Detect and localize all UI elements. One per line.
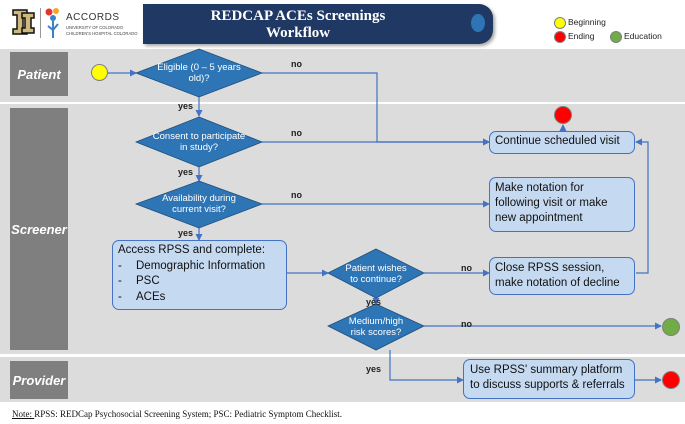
page-title: REDCAP ACEs Screenings Workflow — [143, 8, 453, 42]
box-continue-visit: Continue scheduled visit — [489, 131, 635, 154]
footnote-text: RPSS: REDCap Psychosocial Screening Syst… — [34, 409, 343, 419]
rpss-item: -ACEs — [118, 290, 166, 303]
legend-ending-label: Ending — [568, 31, 595, 41]
footnote-prefix: Note: — [12, 409, 35, 419]
box-close-session: Close RPSS session, make notation of dec… — [489, 257, 635, 295]
accords-logo-text: ACCORDS — [66, 12, 120, 23]
title-line-1: REDCAP ACEs Screenings — [210, 8, 386, 24]
start-node — [91, 64, 108, 81]
decision-wishes-text: Patient wishes to continue? — [345, 263, 407, 285]
patient-band — [0, 49, 685, 102]
decision-eligible-shape — [134, 48, 264, 98]
rpss-item: -PSC — [118, 275, 160, 287]
end-node-continue — [554, 106, 572, 124]
legend-education-dot — [610, 31, 622, 43]
accords-logo-icon — [44, 6, 62, 40]
decision-consent-shape — [134, 116, 264, 168]
legend-education-label: Education — [624, 31, 662, 41]
title-bubble-decoration — [471, 14, 485, 32]
label-eligible-no: no — [291, 59, 302, 69]
lane-label-screener: Screener — [10, 108, 68, 350]
footnote: Note: RPSS: REDCap Psychosocial Screenin… — [12, 409, 342, 419]
decision-availability-text: Availability during current visit? — [162, 193, 236, 215]
education-node — [662, 318, 680, 336]
label-risk-yes: yes — [366, 364, 382, 374]
rpss-title: Access RPSS and complete: — [118, 244, 266, 256]
label-consent-yes: yes — [178, 167, 194, 177]
lane-label-patient: Patient — [10, 52, 68, 96]
box-summary: Use RPSS' summary platform to discuss su… — [463, 359, 635, 399]
logo-divider — [40, 8, 41, 38]
legend-beginning-label: Beginning — [568, 17, 606, 27]
accords-logo-subtitle-2: CHILDREN'S HOSPITAL COLORADO — [66, 31, 138, 36]
decision-risk-text: Medium/high risk scores? — [348, 316, 404, 338]
decision-consent-text: Consent to participate in study? — [152, 131, 246, 153]
legend-beginning-dot — [554, 17, 566, 29]
lane-label-provider: Provider — [10, 361, 68, 399]
label-wishes-no: no — [461, 263, 472, 273]
label-consent-no: no — [291, 128, 302, 138]
decision-availability-shape — [134, 180, 264, 229]
label-risk-no: no — [461, 319, 472, 329]
rpss-item: -Demographic Information — [118, 259, 266, 272]
university-logo — [10, 8, 36, 36]
title-line-2: Workflow — [265, 25, 331, 41]
label-availability-no: no — [291, 190, 302, 200]
end-node-summary — [662, 371, 680, 389]
box-access-rpss: Access RPSS and complete: -Demographic I… — [112, 240, 287, 310]
label-wishes-yes: yes — [366, 297, 382, 307]
accords-logo-subtitle-1: UNIVERSITY OF COLORADO — [66, 25, 124, 30]
decision-eligible-text: Eligible (0 – 5 years old)? — [157, 62, 241, 84]
decision-risk-shape — [327, 303, 425, 351]
label-availability-yes: yes — [178, 228, 194, 238]
label-eligible-yes: yes — [178, 101, 194, 111]
box-notation: Make notation for following visit or mak… — [489, 177, 635, 232]
title-bar: REDCAP ACEs Screenings Workflow — [143, 4, 493, 44]
legend-ending-dot — [554, 31, 566, 43]
decision-wishes-shape — [327, 248, 425, 299]
